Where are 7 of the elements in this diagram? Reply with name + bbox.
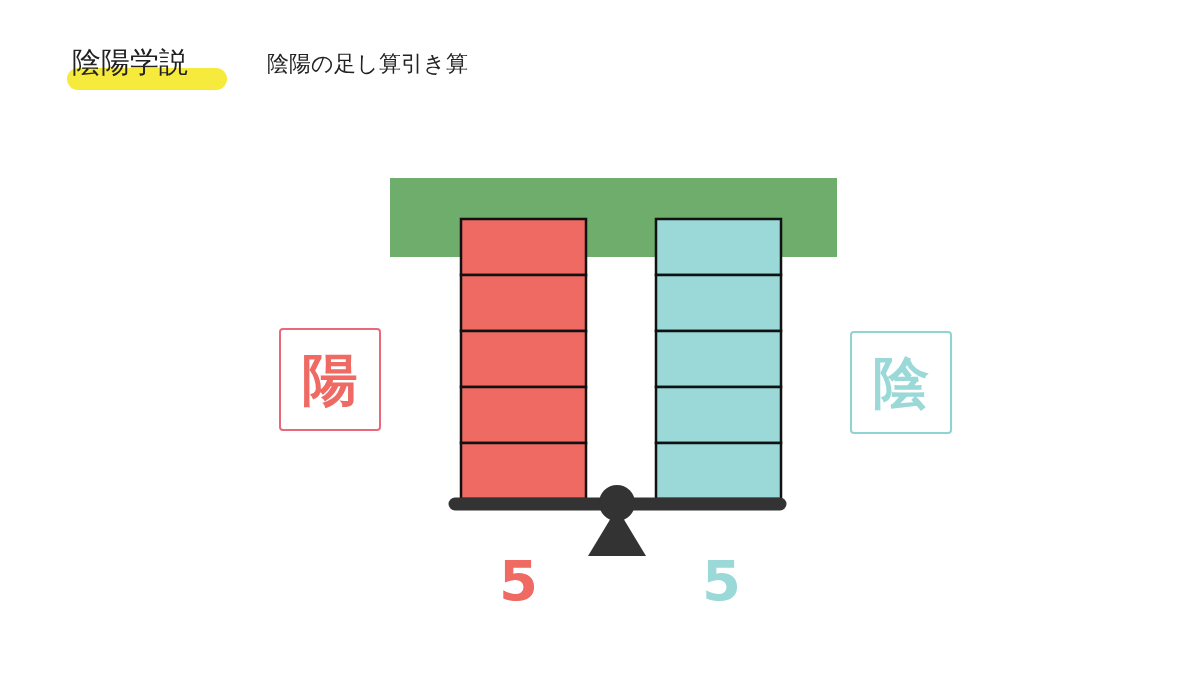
- value-label: 5: [702, 550, 741, 612]
- value-label: 5: [499, 550, 538, 612]
- character-box: [279, 328, 381, 431]
- subtitle: 陰陽の足し算引き算: [267, 52, 468, 77]
- character-box: [850, 331, 952, 434]
- character-label: 陽: [302, 351, 358, 408]
- character-label: 陰: [873, 354, 929, 411]
